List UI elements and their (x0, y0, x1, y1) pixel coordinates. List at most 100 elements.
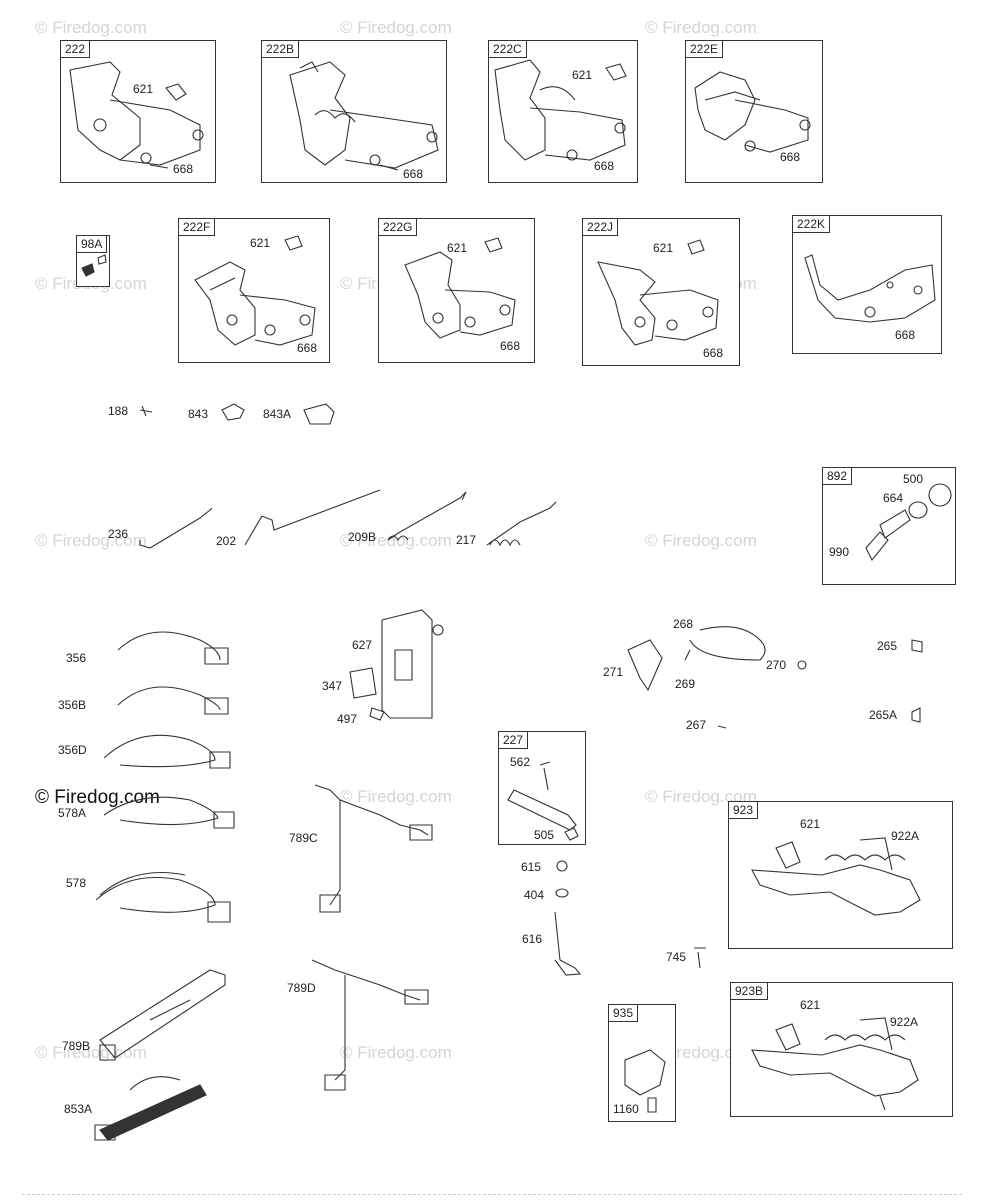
part-label-843[interactable]: 843 (188, 407, 209, 421)
part-label-621[interactable]: 621 (800, 817, 821, 831)
group-box-222J[interactable]: 222J (582, 218, 740, 366)
part-label-202[interactable]: 202 (216, 534, 237, 548)
part-drawing-935 (624, 1049, 666, 1113)
part-drawing-923B (751, 1017, 919, 1111)
part-drawing-222 (69, 61, 204, 169)
part-label-668[interactable]: 668 (403, 167, 424, 181)
part-label-615[interactable]: 615 (521, 860, 542, 874)
group-tag: 222J (583, 219, 619, 236)
part-label-267[interactable]: 267 (686, 718, 707, 732)
part-label-922A[interactable]: 922A (890, 1015, 919, 1029)
part-drawing-222J (597, 239, 719, 346)
group-tag: 222K (793, 216, 831, 233)
part-label-265[interactable]: 265 (877, 639, 898, 653)
part-label-853A[interactable]: 853A (64, 1102, 93, 1116)
part-label-347[interactable]: 347 (322, 679, 343, 693)
part-drawing-harness (311, 784, 433, 1091)
part-label-356D[interactable]: 356D (58, 743, 87, 757)
watermark: © Firedog.com (35, 1043, 147, 1062)
part-label-270[interactable]: 270 (766, 658, 787, 672)
watermark: © Firedog.com (340, 18, 452, 37)
part-label-990[interactable]: 990 (829, 545, 850, 559)
watermark: © Firedog.com (35, 531, 147, 550)
part-label-356[interactable]: 356 (66, 651, 87, 665)
part-label-621[interactable]: 621 (572, 68, 593, 82)
part-label-497[interactable]: 497 (337, 712, 358, 726)
group-tag: 935 (609, 1005, 639, 1022)
part-drawing-98A (81, 254, 107, 277)
watermark: © Firedog.com (645, 18, 757, 37)
part-drawing-222E (694, 71, 811, 153)
part-label-265A[interactable]: 265A (869, 708, 898, 722)
part-label-356B[interactable]: 356B (58, 698, 87, 712)
group-box-222C[interactable]: 222C (488, 40, 638, 183)
part-label-745[interactable]: 745 (666, 950, 687, 964)
group-tag: 98A (77, 236, 108, 253)
watermark: © Firedog.com (340, 787, 452, 806)
part-label-578A[interactable]: 578A (58, 806, 87, 820)
group-tag: 227 (499, 732, 529, 749)
part-label-668[interactable]: 668 (594, 159, 615, 173)
part-label-1160[interactable]: 1160 (613, 1102, 639, 1116)
group-tag: 923B (731, 983, 769, 1000)
part-drawing-227 (507, 761, 579, 841)
group-box-222K[interactable]: 222K (792, 215, 942, 354)
part-label-668[interactable]: 668 (780, 150, 801, 164)
part-label-627[interactable]: 627 (352, 638, 373, 652)
watermark: © Firedog.com (340, 531, 452, 550)
part-drawing-cable (627, 626, 923, 729)
part-label-621[interactable]: 621 (447, 241, 468, 255)
group-box-222E[interactable]: 222E (685, 40, 823, 183)
group-tag: 222B (262, 41, 300, 58)
group-box-923[interactable]: 923 (728, 801, 953, 949)
part-label-789C[interactable]: 789C (289, 831, 318, 845)
part-drawing-222G (404, 237, 516, 339)
part-label-621[interactable]: 621 (133, 82, 154, 96)
part-label-621[interactable]: 621 (653, 241, 674, 255)
group-tag: 222G (379, 219, 418, 236)
part-drawing-rods (139, 489, 557, 549)
group-tag: 923 (729, 802, 759, 819)
part-label-562[interactable]: 562 (510, 755, 531, 769)
part-label-236[interactable]: 236 (108, 527, 129, 541)
group-tag: 892 (823, 468, 853, 485)
part-label-578[interactable]: 578 (66, 876, 87, 890)
part-label-621[interactable]: 621 (800, 998, 821, 1012)
part-label-668[interactable]: 668 (500, 339, 521, 353)
part-label-616[interactable]: 616 (522, 932, 543, 946)
part-label-664[interactable]: 664 (883, 491, 904, 505)
part-label-843A[interactable]: 843A (263, 407, 292, 421)
part-label-404[interactable]: 404 (524, 888, 545, 902)
part-label-217[interactable]: 217 (456, 533, 477, 547)
part-label-268[interactable]: 268 (673, 617, 694, 631)
part-label-789B[interactable]: 789B (62, 1039, 91, 1053)
part-drawing-222K (804, 254, 936, 323)
part-drawing-panel (349, 609, 444, 721)
group-box-98A[interactable]: 98A (76, 235, 110, 287)
part-label-188[interactable]: 188 (108, 404, 129, 418)
part-label-621[interactable]: 621 (250, 236, 271, 250)
part-drawing-222F (194, 235, 316, 346)
part-label-500[interactable]: 500 (903, 472, 924, 486)
part-label-668[interactable]: 668 (173, 162, 194, 176)
part-label-209B[interactable]: 209B (348, 530, 377, 544)
group-tag: 222 (61, 41, 91, 58)
part-label-668[interactable]: 668 (703, 346, 724, 360)
part-drawing-222B (289, 61, 439, 171)
part-label-668[interactable]: 668 (297, 341, 318, 355)
part-label-271[interactable]: 271 (603, 665, 624, 679)
footer-divider (22, 1194, 962, 1197)
watermark: © Firedog.com (35, 18, 147, 37)
part-label-668[interactable]: 668 (895, 328, 916, 342)
group-box-227[interactable]: 227 (498, 731, 586, 845)
part-drawing-923 (751, 837, 921, 916)
watermark: © Firedog.com (645, 531, 757, 550)
part-drawing-shaft (554, 860, 706, 976)
part-label-269[interactable]: 269 (675, 677, 696, 691)
part-label-922A[interactable]: 922A (891, 829, 920, 843)
group-box-222[interactable]: 222 (60, 40, 216, 183)
part-label-789D[interactable]: 789D (287, 981, 316, 995)
part-label-505[interactable]: 505 (534, 828, 555, 842)
